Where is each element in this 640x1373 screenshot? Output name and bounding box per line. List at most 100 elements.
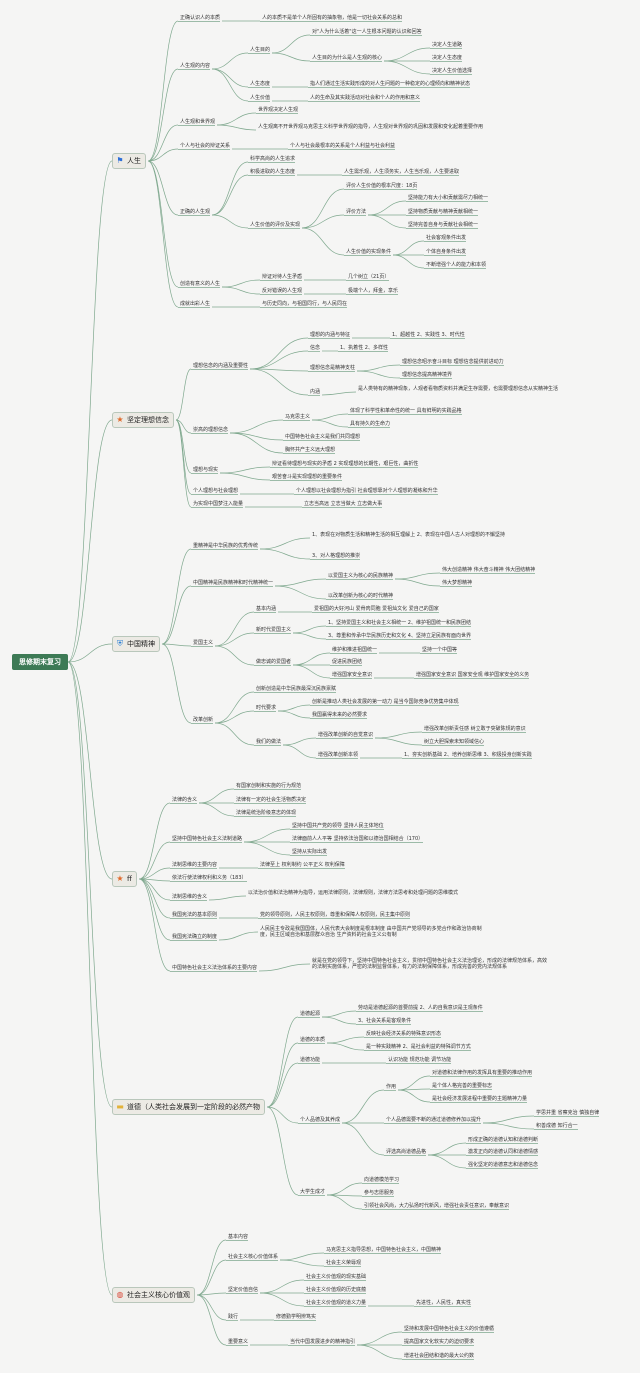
branch-life[interactable]: ⚑人生: [112, 153, 146, 169]
topic-node[interactable]: 依法行使法律权利和义务（183）: [172, 875, 247, 881]
topic-node[interactable]: 增强改革创新本领: [318, 752, 359, 758]
topic-node[interactable]: 法制思维的主要内容: [172, 862, 218, 868]
topic-node[interactable]: 人生目的为什么是人生观的核心: [312, 55, 383, 61]
topic-node[interactable]: 内涵: [310, 389, 321, 395]
topic-node[interactable]: 创新是推动人类社会发展的第一动力 是当今国际竞争优势集中体现: [312, 699, 459, 705]
topic-node[interactable]: 就是在党的领导下，坚持中国特色社会主义，贯彻中国特色社会主义法治理论，形成的法律…: [312, 958, 548, 970]
topic-node[interactable]: 人生价值: [250, 95, 271, 101]
topic-node[interactable]: 形成正确的道德认知和道德判断: [468, 1137, 539, 1143]
topic-node[interactable]: 我们的做法: [256, 739, 282, 745]
topic-node[interactable]: 体现了科学性和革命性的统一 具有鲜明的实践品格: [350, 408, 462, 414]
topic-node[interactable]: 社会主义核心价值体系: [228, 1254, 279, 1260]
topic-node[interactable]: 增强国家安全意识: [332, 672, 373, 678]
topic-node[interactable]: 积善成德 知行合一: [536, 1123, 578, 1129]
topic-node[interactable]: 大学生成才: [300, 1189, 326, 1195]
branch-spirit[interactable]: ⛨中国精神: [112, 636, 160, 652]
topic-node[interactable]: 坚持物质贡献与精神贡献相统一: [408, 209, 479, 215]
topic-node[interactable]: 坚持从实际出发: [292, 849, 328, 855]
topic-node[interactable]: 重要意义: [228, 1339, 249, 1345]
topic-node[interactable]: 道德的本质: [300, 1037, 326, 1043]
topic-node[interactable]: 学思并重 省察克治 慎独自律: [536, 1110, 600, 1116]
topic-node[interactable]: 人民民主专政是我国国体，人民代表大会制度是根本制度 由中国共产党领导的多党合作和…: [260, 926, 482, 938]
topic-node[interactable]: 评选高尚道德品格: [386, 1149, 427, 1155]
topic-node[interactable]: 增强改革创新责任感 树立敢于突破陈规的意识: [424, 726, 526, 732]
topic-node[interactable]: 基本内容: [228, 1234, 249, 1240]
topic-node[interactable]: 法律有一定的社会生活物质决定: [236, 797, 307, 803]
topic-node[interactable]: 理想信念提高精神境界: [402, 372, 453, 378]
topic-node[interactable]: 坚定价值自信: [228, 1287, 259, 1293]
topic-node[interactable]: 劳动是道德起源的首要前提 2、人的自我意识是主观条件: [358, 1005, 483, 1011]
topic-node[interactable]: 3、对人格理想的推崇: [312, 553, 361, 559]
topic-node[interactable]: 伟大创造精神 伟大奋斗精神 伟大团结精神: [442, 567, 536, 573]
topic-node[interactable]: 评价方法: [346, 209, 367, 215]
topic-node[interactable]: 个人品德及其养成: [300, 1117, 341, 1123]
topic-node[interactable]: 指人们通过生活实践形成的对人生问题的一种稳定的心理倾向和精神状态: [310, 81, 471, 87]
topic-node[interactable]: 1、超越性 2、实践性 3、时代性: [392, 332, 465, 338]
topic-node[interactable]: 科学高尚的人生追求: [250, 156, 296, 162]
root-node-title[interactable]: 思修期末复习: [12, 654, 68, 670]
topic-node[interactable]: 人生观离不开世界观马克思主义科学世界观的指导，人生观对世界观的巩固和发展和变化起…: [258, 124, 484, 130]
topic-node[interactable]: 道德功能: [300, 1057, 321, 1063]
topic-node[interactable]: 是个体人格完善的重要标志: [432, 1083, 493, 1089]
topic-node[interactable]: 当代中国发展进步的精神指引: [290, 1339, 356, 1345]
topic-node[interactable]: 人生态度: [250, 81, 271, 87]
topic-node[interactable]: 对道德和法律作用的发挥具有重要的推动作用: [432, 1070, 533, 1076]
topic-node[interactable]: 理想信念的内涵及重要性: [193, 363, 249, 369]
topic-node[interactable]: 1、夯实创新基础 2、培养创新思维 3、积极投身创新实践: [404, 752, 532, 758]
topic-node[interactable]: 社会主义价值观的历史底蕴: [306, 1287, 367, 1293]
topic-node[interactable]: 个人理想与社会理想: [193, 488, 239, 494]
topic-node[interactable]: 个人品德需要不断的通过道德修养加以提升: [386, 1117, 482, 1123]
topic-node[interactable]: 人生观的内容: [180, 63, 211, 69]
topic-node[interactable]: 艰苦奋斗是实现理想的重要条件: [272, 474, 343, 480]
topic-node[interactable]: 社会客观条件出发: [426, 235, 467, 241]
topic-node[interactable]: 世界观决定人生观: [258, 107, 299, 113]
topic-node[interactable]: 决定人生态度: [432, 55, 463, 61]
topic-node[interactable]: 辩证看待理想与现实的矛盾 2 实现理想的长期性，艰巨性，曲折性: [272, 461, 419, 467]
topic-node[interactable]: 理想的内涵与特征: [310, 332, 351, 338]
topic-node[interactable]: 坚持和发展中国特色社会主义的价值遵循: [404, 1326, 495, 1332]
topic-node[interactable]: 提高国家文化软实力的迫切要求: [404, 1339, 475, 1345]
topic-node[interactable]: 与历史同向，与祖国同行，与人民同在: [262, 301, 348, 307]
topic-node[interactable]: 改革创新: [193, 717, 214, 723]
topic-node[interactable]: 向道德模范学习: [364, 1177, 400, 1183]
topic-node[interactable]: 个人与社会最根本的关系是个人利益与社会利益: [290, 143, 396, 149]
topic-node[interactable]: 社会主义荣辱观: [326, 1260, 362, 1266]
branch-moral[interactable]: ▬道德（人类社会发展到一定阶段的必然产物: [112, 1099, 265, 1115]
topic-node[interactable]: 坚持一个中国等: [422, 647, 458, 653]
topic-node[interactable]: 3、社会关系是客观条件: [358, 1018, 412, 1024]
topic-node[interactable]: 法律至上 权利制约 公平正义 权利保障: [260, 862, 345, 868]
topic-node[interactable]: 先进性，人民性，真实性: [416, 1300, 472, 1306]
topic-node[interactable]: 法律面前人人平等 坚持依法治国和以德治国相结合（170）: [292, 836, 424, 842]
topic-node[interactable]: 增强国家安全意识 国家安全观 维护国家安全的义务: [416, 672, 530, 678]
topic-node[interactable]: 人生观和世界观: [180, 119, 216, 125]
topic-node[interactable]: 法律的含义: [172, 797, 198, 803]
topic-node[interactable]: 1、坚持爱国主义和社会主义相统一 2、维护祖国统一和民族团结: [328, 620, 471, 626]
topic-node[interactable]: 极端个人，拜金，享乐: [348, 288, 399, 294]
topic-node[interactable]: 爱祖国的大好河山 爱骨肉同胞 爱祖灿文化 爱自己的国家: [314, 606, 439, 612]
topic-node[interactable]: 修德勤学明辨笃实: [276, 1314, 317, 1320]
topic-node[interactable]: 坚持能力有大小和贡献需尽力相统一: [408, 195, 489, 201]
topic-node[interactable]: 作用: [386, 1084, 397, 1090]
branch-law[interactable]: ★ff: [112, 871, 137, 887]
topic-node[interactable]: 1、执着性 2、多样性: [340, 345, 388, 351]
topic-node[interactable]: 是人类特有的精神现象，人观者看物质资料并满足生存需要，也需要理想信念从实精神生活: [358, 386, 559, 392]
topic-node[interactable]: 个体自身条件出发: [426, 249, 467, 255]
topic-node[interactable]: 个人与社会的辩证关系: [180, 143, 231, 149]
topic-node[interactable]: 社会主义价值观的现实基础: [306, 1274, 367, 1280]
topic-node[interactable]: 1、表现在对物质生活和精神生活的相互理解上 2、表现在中国人古人对理想的不懈坚持: [312, 532, 505, 538]
topic-node[interactable]: 成就出彩人生: [180, 301, 211, 307]
topic-node[interactable]: 创造有意义的人生: [180, 281, 221, 287]
topic-node[interactable]: 为实现中国梦注入能量: [193, 501, 244, 507]
branch-values[interactable]: ◍社会主义核心价值观: [112, 1287, 195, 1303]
topic-node[interactable]: 中国特色社会主义法治体系的主要内容: [172, 965, 258, 971]
topic-node[interactable]: 正确认识人的本质: [180, 15, 221, 21]
topic-node[interactable]: 我国宪法的基本原则: [172, 912, 218, 918]
topic-node[interactable]: 几个树立（21页）: [348, 274, 390, 280]
topic-node[interactable]: 辩证对待人生矛盾: [262, 274, 303, 280]
topic-node[interactable]: 人生目的: [250, 47, 271, 53]
topic-node[interactable]: 是社会经济发展进程中重要的主题精神力量: [432, 1096, 528, 1102]
topic-node[interactable]: 信念: [310, 345, 321, 351]
topic-node[interactable]: 基本内涵: [256, 606, 277, 612]
topic-node[interactable]: 中国特色社会主义是我们共同理想: [285, 434, 361, 440]
topic-node[interactable]: 道德起源: [300, 1011, 321, 1017]
